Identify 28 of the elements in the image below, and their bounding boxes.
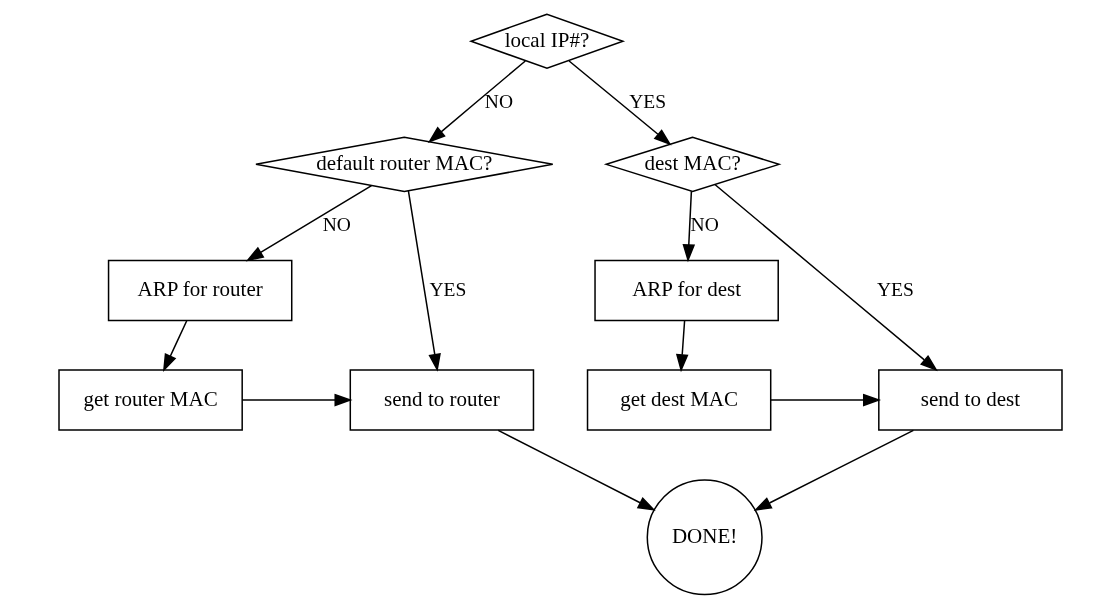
arrow bbox=[713, 183, 938, 372]
node-box: get dest MAC bbox=[586, 369, 771, 431]
arrow bbox=[407, 190, 441, 372]
node-diamond: local IP#? bbox=[468, 13, 625, 70]
arrow bbox=[497, 429, 656, 511]
node-box: send to router bbox=[349, 369, 534, 431]
arrow bbox=[675, 319, 689, 373]
edge-label: YES bbox=[876, 278, 914, 300]
edge-label: NO bbox=[690, 214, 719, 236]
arrow bbox=[162, 319, 188, 372]
arrow bbox=[427, 60, 526, 144]
arrow bbox=[245, 184, 372, 262]
edge-label: NO bbox=[484, 90, 513, 112]
arrow bbox=[682, 190, 695, 263]
edge-label: NO bbox=[322, 214, 351, 236]
arrow bbox=[240, 393, 352, 407]
node-circle: DONE! bbox=[646, 479, 763, 596]
node-box: send to dest bbox=[877, 369, 1063, 431]
node-box: get router MAC bbox=[57, 369, 243, 431]
node-box: ARP for router bbox=[107, 259, 292, 322]
edge-label: YES bbox=[628, 90, 666, 112]
arrow bbox=[567, 60, 672, 146]
arrow bbox=[769, 393, 881, 407]
arrow bbox=[753, 429, 914, 511]
node-diamond: dest MAC? bbox=[603, 136, 781, 193]
node-box: ARP for dest bbox=[593, 259, 779, 322]
edge-label: YES bbox=[428, 278, 466, 300]
node-diamond: default router MAC? bbox=[254, 136, 553, 193]
